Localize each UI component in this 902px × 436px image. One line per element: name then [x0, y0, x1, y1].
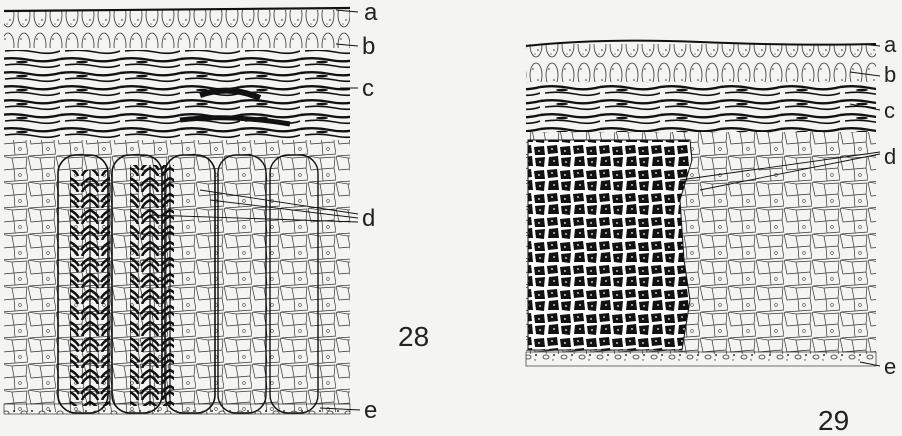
fig28-number: 28 — [398, 321, 429, 352]
fig28-labels: a b c d e 28 — [362, 0, 429, 424]
fig28-fiber-layer — [4, 50, 350, 140]
fig29-basal-layer — [526, 352, 876, 366]
fig29-number: 29 — [818, 405, 849, 436]
fig29-pigment-mass — [528, 140, 692, 350]
fig28-basal-layer — [4, 404, 350, 414]
fig29-label-b: b — [884, 62, 896, 87]
fig28-pigment — [130, 165, 174, 406]
fig29-label-e: e — [884, 354, 896, 379]
fig28-label-d: d — [362, 205, 375, 232]
fig28-label-a: a — [364, 0, 378, 26]
fig29-label-c: c — [884, 98, 895, 123]
fig28-epidermis-layer — [4, 10, 350, 48]
fig29-fiber-layer — [526, 82, 876, 132]
fig28-cell-layer — [4, 140, 350, 412]
fig28-pigment — [70, 170, 110, 406]
fig28-label-b: b — [362, 33, 375, 60]
fig28-label-e: e — [364, 397, 377, 424]
fig29-epidermis-layer — [526, 44, 876, 82]
fig29-label-d: d — [884, 144, 896, 169]
fig29-label-a: a — [884, 32, 897, 57]
figure-29 — [526, 41, 876, 366]
fig28-label-c: c — [362, 75, 374, 102]
